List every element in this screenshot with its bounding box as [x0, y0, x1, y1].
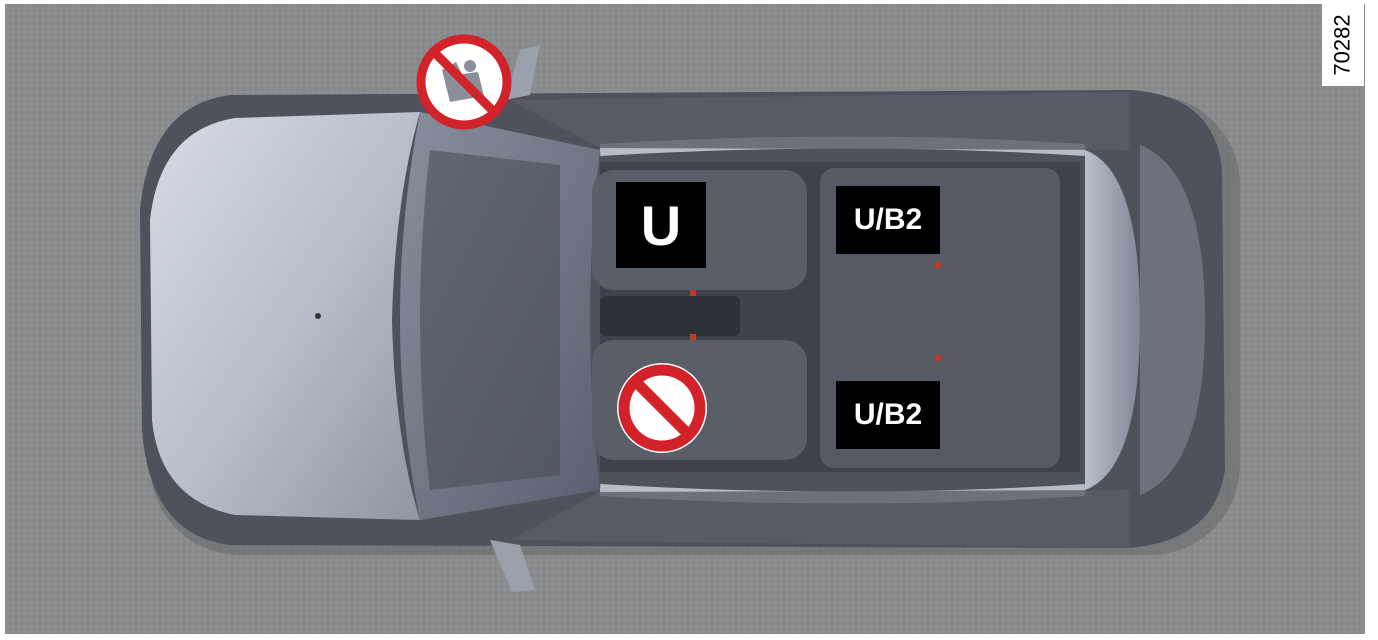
center-console	[600, 296, 740, 336]
dashboard	[420, 150, 560, 490]
no-rear-facing-child-seat-icon	[417, 35, 511, 129]
figure-reference-number: 70282	[1322, 4, 1364, 86]
right-side-body	[510, 490, 1130, 548]
rear-right-seat-label: U/B2	[836, 381, 940, 449]
car-hood	[150, 112, 420, 520]
prohibited-icon	[617, 363, 707, 453]
figure-reference-text: 70282	[1330, 14, 1356, 75]
front-passenger-seat-label: U	[616, 182, 706, 268]
hood-badge	[315, 313, 321, 319]
left-side-body	[510, 92, 1130, 150]
rear-left-seat-label: U/B2	[836, 186, 940, 254]
